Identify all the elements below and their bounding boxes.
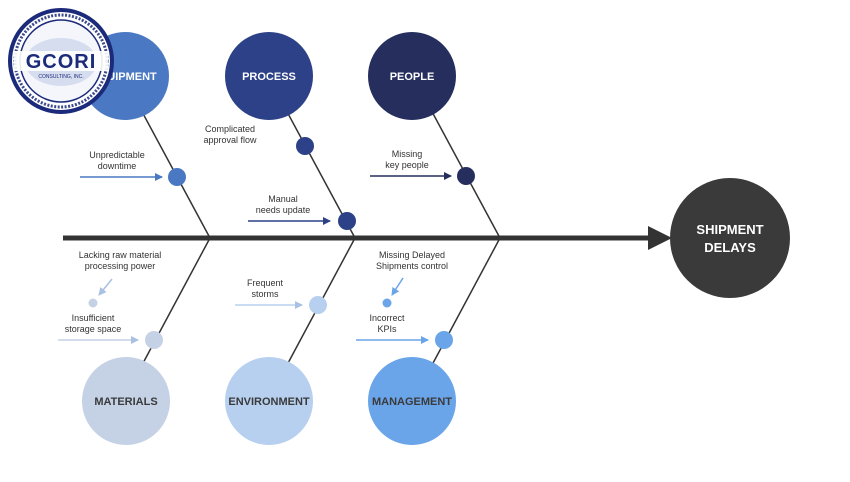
cause-label-key-people-2: key people <box>385 160 429 170</box>
company-logo: GCORI CONSULTING, INC. <box>8 8 114 114</box>
category-management-circle <box>368 357 456 445</box>
category-people-circle <box>368 32 456 120</box>
cause-label-manual-1: Manual <box>268 194 298 204</box>
effect-line2: DELAYS <box>704 240 756 255</box>
cause-dot-manual <box>338 212 356 230</box>
cause-dot-key-people <box>457 167 475 185</box>
category-people-label: PEOPLE <box>390 71 435 83</box>
cause-dot-raw-material <box>88 298 98 308</box>
cause-label-kpis-2: KPIs <box>377 324 397 334</box>
category-environment-label: ENVIRONMENT <box>228 396 310 408</box>
cause-dot-shipments-control <box>382 298 392 308</box>
effect-circle <box>670 178 790 298</box>
cause-label-key-people-1: Missing <box>392 149 423 159</box>
logo-tagline: CONSULTING, INC. <box>38 74 83 80</box>
category-process-circle <box>225 32 313 120</box>
category-management-label: MANAGEMENT <box>372 396 452 408</box>
cause-dot-storage <box>145 331 163 349</box>
cause-label-downtime-2: downtime <box>98 161 137 171</box>
arrow-shipments-control <box>391 277 404 296</box>
cause-label-kpis-1: Incorrect <box>369 313 405 323</box>
arrow-raw-material <box>98 278 113 296</box>
effect-line1: SHIPMENT <box>696 222 763 237</box>
cause-label-storms-1: Frequent <box>247 278 284 288</box>
cause-label-raw-material-1: Lacking raw material <box>79 250 162 260</box>
cause-label-shipments-control-1: Missing Delayed <box>379 250 445 260</box>
cause-dot-kpis <box>435 331 453 349</box>
logo-name-band <box>14 51 108 71</box>
category-environment-circle <box>225 357 313 445</box>
category-materials-label: MATERIALS <box>94 396 157 408</box>
cause-label-raw-material-2: processing power <box>85 261 156 271</box>
category-process-label: PROCESS <box>242 71 296 83</box>
cause-dot-downtime <box>168 168 186 186</box>
cause-dot-approval <box>296 137 314 155</box>
cause-label-manual-2: needs update <box>256 205 311 215</box>
cause-dot-storms <box>309 296 327 314</box>
cause-label-shipments-control-2: Shipments control <box>376 261 448 271</box>
category-equipment-label: UIPMENT <box>107 71 157 83</box>
spine-arrowhead <box>648 226 672 250</box>
category-materials-circle <box>82 357 170 445</box>
cause-label-storage-1: Insufficient <box>72 313 115 323</box>
cause-label-approval-2: approval flow <box>203 135 257 145</box>
logo-name: GCORI <box>26 51 97 73</box>
cause-label-storage-2: storage space <box>65 324 122 334</box>
cause-label-approval-1: Complicated <box>205 124 255 134</box>
cause-label-downtime-1: Unpredictable <box>89 150 145 160</box>
cause-label-storms-2: storms <box>252 289 280 299</box>
